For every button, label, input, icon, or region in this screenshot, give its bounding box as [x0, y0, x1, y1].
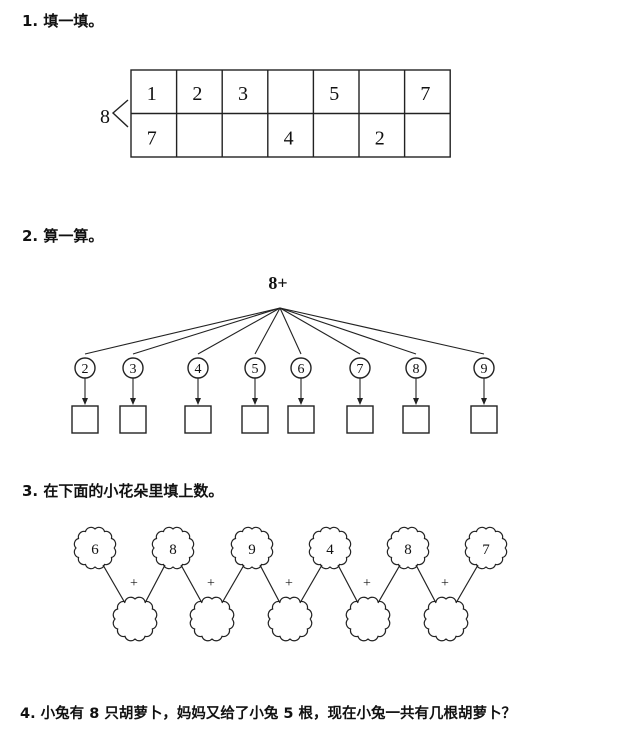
- number-flower: [386, 526, 430, 570]
- connector-line: [377, 564, 401, 604]
- flower-number: 8: [404, 542, 412, 558]
- arrow-head: [130, 398, 136, 405]
- flower-number: 6: [91, 542, 99, 558]
- circle-number: 2: [82, 362, 89, 377]
- plus-sign: +: [441, 576, 449, 591]
- connector-line: [455, 564, 479, 604]
- arrow-head: [357, 398, 363, 405]
- answer-box: [241, 405, 269, 434]
- flower-number: 9: [248, 542, 256, 558]
- arrow-head: [413, 398, 419, 405]
- number-flower: [464, 526, 508, 570]
- circle-number: 5: [252, 362, 259, 377]
- arrow-head: [82, 398, 88, 405]
- question-4-title: 4. 小兔有 8 只胡萝卜，妈妈又给了小兔 5 根，现在小兔一共有几根胡萝卜？: [20, 706, 517, 722]
- answer-flower: [112, 596, 158, 642]
- arrow-head: [195, 398, 201, 405]
- connector-line: [337, 564, 359, 604]
- flower-number: 7: [482, 542, 490, 558]
- answer-box: [287, 405, 315, 434]
- plus-sign: +: [285, 576, 293, 591]
- answer-flower: [267, 596, 313, 642]
- table-cell-bottom: 2: [375, 128, 385, 150]
- circle-number: 8: [413, 362, 420, 377]
- flower-number: 4: [326, 542, 334, 558]
- total-number: 8: [100, 106, 110, 128]
- answer-flower: [189, 596, 235, 642]
- table-cell-bottom: 4: [284, 128, 294, 150]
- table-cell-top: 3: [238, 83, 248, 105]
- connector-line: [299, 564, 323, 604]
- circle-number: 7: [357, 362, 364, 377]
- question-3-title: 3. 在下面的小花朵里填上数。: [22, 482, 224, 500]
- answer-box: [71, 405, 99, 434]
- connector-line: [197, 307, 281, 355]
- connector-line: [221, 564, 245, 604]
- connector-line: [279, 307, 361, 355]
- arrow-head: [298, 398, 304, 405]
- number-flower: [73, 526, 117, 570]
- connector-line: [102, 564, 126, 604]
- connector-line: [84, 307, 281, 355]
- connector-line: [415, 564, 437, 604]
- connector-line: [144, 564, 166, 604]
- question-1-title: 1. 填一填。: [22, 12, 104, 30]
- table-cell-top: 2: [192, 83, 202, 105]
- circle-number: 6: [298, 362, 305, 377]
- connector-line: [279, 307, 485, 355]
- number-flower: [308, 526, 352, 570]
- table-cell-top: 7: [420, 83, 430, 105]
- circle-number: 3: [130, 362, 137, 377]
- answer-flower: [345, 596, 391, 642]
- answer-box: [184, 405, 212, 434]
- flower-number: 8: [169, 542, 177, 558]
- connector-line: [180, 564, 203, 604]
- number-flower: [230, 526, 274, 570]
- answer-box: [119, 405, 147, 434]
- plus-sign: +: [207, 576, 215, 591]
- answer-box: [402, 405, 430, 434]
- answer-flower: [423, 596, 469, 642]
- circle-number: 9: [481, 362, 488, 377]
- answer-box: [346, 405, 374, 434]
- connector-line: [132, 307, 281, 355]
- arrow-head: [252, 398, 258, 405]
- table-cell-top: 5: [329, 83, 339, 105]
- answer-box: [470, 405, 498, 434]
- arrow-head: [481, 398, 487, 405]
- circle-number: 4: [195, 362, 202, 377]
- table-cell-bottom: 7: [147, 128, 157, 150]
- connector-line: [254, 307, 281, 355]
- branch-sign: [111, 99, 129, 128]
- connector-line: [279, 307, 302, 355]
- number-flower: [151, 526, 195, 570]
- connector-line: [259, 564, 281, 604]
- plus-sign: +: [130, 576, 138, 591]
- question-2-title: 2. 算一算。: [22, 227, 104, 245]
- table-cell-top: 1: [147, 83, 157, 105]
- expression-head: 8+: [268, 273, 287, 293]
- connector-line: [279, 307, 417, 355]
- plus-sign: +: [363, 576, 371, 591]
